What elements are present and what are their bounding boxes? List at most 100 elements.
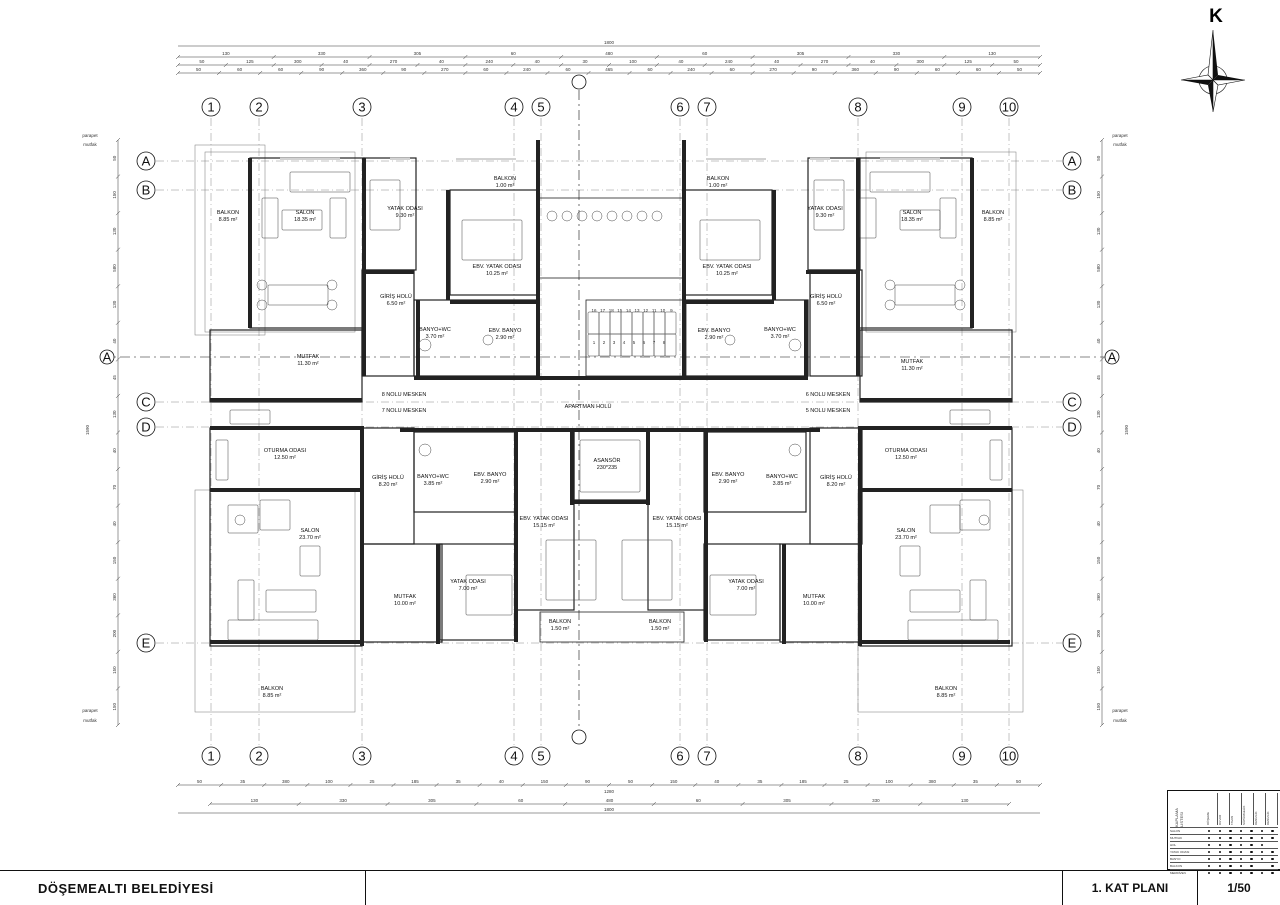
dim-tick (1099, 613, 1105, 618)
furniture-item (482, 334, 494, 346)
furniture-item (949, 409, 991, 425)
room-label-name: BANYO+WC (417, 474, 449, 480)
room-label-area: 10.25 m² (486, 271, 508, 277)
furniture-item (576, 210, 588, 222)
axis-bubble (201, 97, 221, 117)
legend-dot (1239, 864, 1243, 868)
room-label-area: 10.00 m² (394, 601, 416, 607)
level-note: mutfak (1113, 142, 1127, 147)
dim-tick (702, 62, 707, 68)
balcony-edge (194, 489, 356, 713)
legend-title: KAPLAMA LISTESI (1174, 808, 1184, 827)
room-label-name: EBV. YATAK ODASI (703, 264, 752, 270)
dim-tick (1037, 62, 1043, 68)
legend-row: SALON (1170, 827, 1278, 834)
axis-bubble (1062, 151, 1082, 171)
dim-tick (422, 70, 427, 76)
room-label-name: BALKON (982, 210, 1004, 216)
legend-dot (1208, 843, 1211, 847)
axis-label: 6 (676, 100, 683, 115)
room-label-area: 7.00 m² (737, 586, 756, 592)
room-label-name: SALON (296, 210, 315, 216)
furniture-item (664, 311, 677, 335)
wall-outline (539, 611, 685, 643)
axis-bubble (999, 746, 1019, 766)
dim-text: 45 (112, 375, 117, 381)
dim-tick (942, 62, 947, 68)
axis-label: 5 (537, 749, 544, 764)
wall (362, 158, 366, 376)
dim-text: 465 (605, 67, 613, 72)
axis-bubble (848, 97, 868, 117)
furniture-item (929, 504, 961, 534)
dim-tick (115, 137, 121, 143)
room-label-area: 2.90 m² (719, 479, 738, 485)
legend-dot (1239, 836, 1243, 840)
legend-dot (1250, 850, 1253, 854)
room-label-area: 8.20 m² (827, 482, 846, 488)
dim-tick (474, 801, 479, 807)
dim-tick (115, 430, 121, 435)
dim-overall-bottom: 1800 (604, 807, 615, 812)
dim-tick (750, 54, 755, 60)
dim-tick (1037, 54, 1043, 60)
dim-tick (942, 54, 947, 60)
dim-text: 200 (1096, 629, 1101, 637)
dim-text: 40 (535, 59, 541, 64)
axis-label: 6 (676, 749, 683, 764)
dim-text: 50 (196, 67, 202, 72)
furniture-item (664, 333, 677, 357)
legend-row: BANYO (1170, 855, 1278, 862)
title-block: DÖŞEMEALTI BELEDİYESİ 1. KAT PLANI 1/50 (0, 870, 1280, 905)
dim-text: 25 (844, 779, 850, 784)
furniture-item (899, 209, 941, 231)
level-note: mutfak (83, 718, 97, 723)
dim-tick (385, 801, 390, 807)
dim-tick (415, 62, 420, 68)
dim-text: 330 (893, 51, 901, 56)
wall (704, 430, 708, 642)
stair-number: 5 (633, 340, 636, 345)
room-label-area: 6.50 m² (817, 301, 836, 307)
dim-tick (989, 62, 995, 68)
legend-dot (1239, 871, 1243, 875)
dim-tick (740, 801, 745, 807)
legend-dot (1218, 864, 1222, 868)
wall-outline (249, 157, 365, 329)
dim-tick (918, 801, 923, 807)
axis-label: 8 (854, 100, 861, 115)
dim-text: 130 (961, 798, 969, 803)
stair-number: 15 (617, 308, 623, 313)
dim-tick (175, 62, 181, 68)
room-label-name: BANYO+WC (419, 327, 451, 333)
axis-bubble (136, 417, 156, 437)
dim-tick (463, 62, 468, 68)
dim-tick (865, 782, 870, 788)
dim-tick (348, 782, 353, 788)
room-label-name: MUTFAK (901, 359, 924, 365)
dim-text: 125 (964, 59, 972, 64)
dim-text: 200 (112, 629, 117, 637)
dim-text: 90 (585, 779, 591, 784)
dim-text: 50 (199, 59, 205, 64)
legend-dot (1229, 836, 1232, 840)
room-label-name: OTURMA ODASI (264, 448, 307, 454)
furniture-item (265, 589, 317, 613)
legend-row-name: SALON (1170, 829, 1181, 833)
dim-text: 25 (369, 779, 375, 784)
room-label-name: EBV. BANYO (489, 328, 523, 334)
legend-dot (1208, 836, 1211, 840)
dim-text: 305 (783, 798, 791, 803)
section-bubble (99, 349, 115, 365)
furniture (215, 171, 1003, 641)
dim-tick (504, 70, 509, 76)
dim-tick (996, 70, 1002, 76)
dim-text: 40 (774, 59, 780, 64)
dim-text: 35 (757, 779, 763, 784)
legend-dot (1271, 836, 1274, 840)
dim-tick (115, 247, 121, 252)
stair-number: 7 (653, 340, 656, 345)
legend-dot (1218, 871, 1222, 875)
dim-tick (846, 62, 851, 68)
